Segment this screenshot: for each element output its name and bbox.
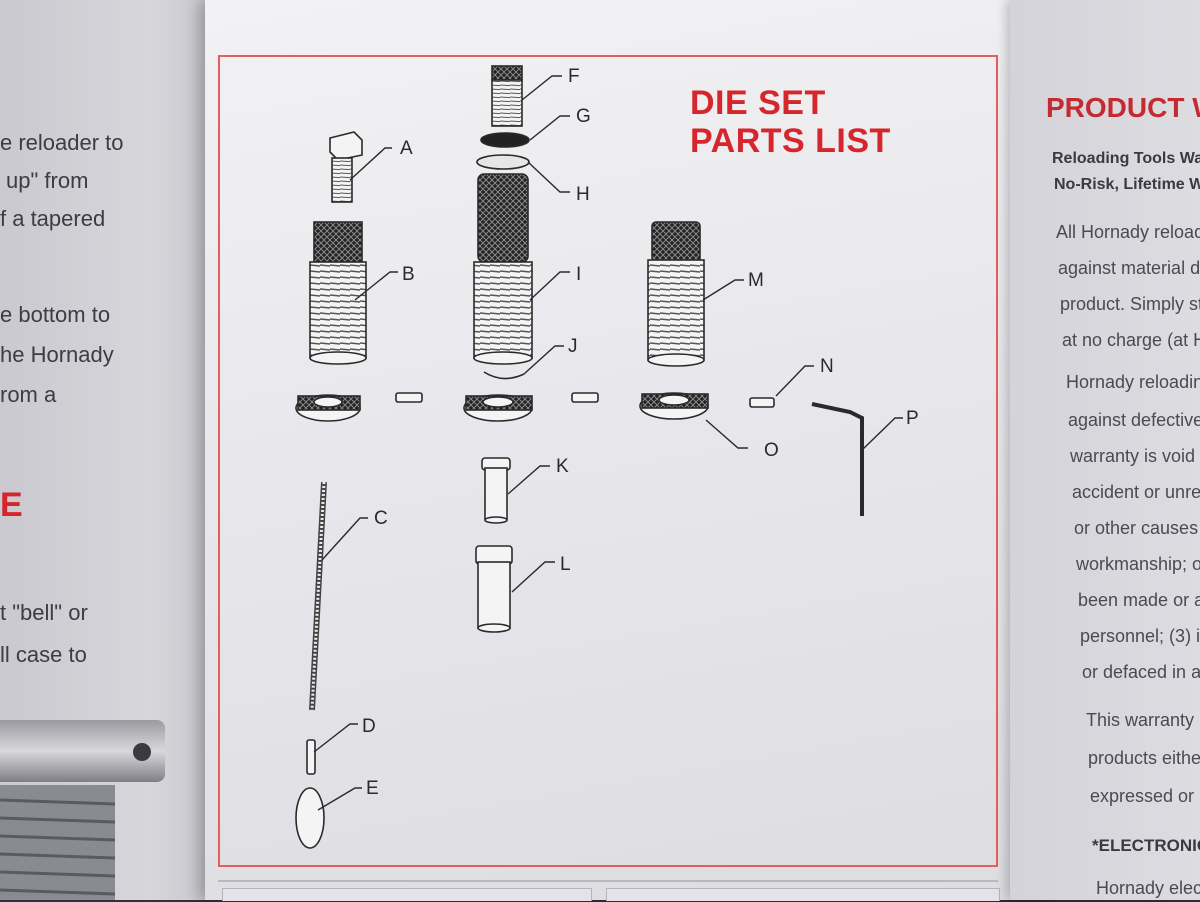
part-label-c: C	[374, 508, 388, 529]
part-o-lock-ring	[639, 392, 709, 420]
table-cell	[606, 888, 1000, 901]
parts-list-frame	[218, 55, 998, 867]
warranty-page: PRODUCT W Reloading Tools Wa No-Risk, Li…	[1010, 0, 1200, 900]
left-text-line: rom a	[0, 382, 57, 407]
warranty-text-line: been made or a	[1078, 590, 1200, 610]
part-a-bolt	[329, 131, 363, 203]
warranty-text-line: personnel; (3) i	[1080, 626, 1200, 646]
warranty-text-line: against defective	[1068, 410, 1200, 430]
left-text-line: up" from	[6, 168, 89, 193]
warranty-text-line: against material d	[1058, 258, 1200, 278]
warranty-text-line: accident or unre	[1072, 482, 1200, 502]
part-k-sleeve	[481, 457, 511, 524]
part-j-clip	[483, 371, 525, 380]
part-label-b: B	[402, 264, 415, 285]
leader-lines	[313, 75, 903, 811]
part-label-a: A	[400, 138, 413, 159]
warranty-heading: PRODUCT W	[1046, 92, 1200, 123]
warranty-text-line: at no charge (at H	[1062, 330, 1200, 350]
left-text-line: he Hornady	[0, 342, 114, 367]
part-label-k: K	[556, 456, 569, 477]
part-label-o: O	[764, 440, 779, 461]
part-label-p: P	[906, 408, 919, 429]
part-label-m: M	[748, 270, 764, 291]
electronic-heading: *ELECTRONIC	[1092, 836, 1200, 855]
warranty-subheading: Reloading Tools Wa	[1052, 150, 1200, 167]
part-label-l: L	[560, 554, 571, 575]
page-title-line1: DIE SET	[690, 84, 826, 122]
warranty-text-line: Hornady elec	[1096, 878, 1200, 898]
part-b-die-body	[309, 221, 367, 365]
left-text-line: f a tapered	[0, 206, 106, 231]
part-label-n: N	[820, 356, 834, 377]
part-label-f: F	[568, 66, 580, 87]
part-n-set-screw	[749, 397, 775, 408]
warranty-text-line: or other causes	[1074, 518, 1199, 538]
part-m-die-body	[647, 221, 705, 367]
warranty-text-line: All Hornady reload	[1056, 222, 1200, 242]
part-l-plug	[475, 545, 513, 633]
lock-ring-left	[295, 394, 361, 422]
part-labels: A B C D E F G H I J K L M N O P	[362, 66, 919, 799]
part-g-washer	[480, 132, 530, 148]
left-text-line: t "bell" or	[0, 600, 88, 625]
die-photo	[0, 720, 165, 900]
part-label-h: H	[576, 184, 590, 205]
warranty-text-line: products eithe	[1088, 748, 1200, 768]
left-text-line: e reloader to	[0, 130, 124, 155]
set-screw-1	[395, 392, 423, 403]
part-h-washer	[476, 154, 530, 170]
parts-table-top	[218, 880, 998, 902]
left-text-line: e bottom to	[0, 302, 111, 327]
warranty-text-line: or defaced in a	[1082, 662, 1200, 682]
lock-ring-center	[463, 394, 533, 422]
part-label-d: D	[362, 716, 376, 737]
page-title-line2: PARTS LIST	[690, 122, 891, 160]
warranty-subheading: No-Risk, Lifetime W	[1054, 176, 1200, 193]
set-screw-2	[571, 392, 599, 403]
left-text-line: ll case to	[0, 642, 87, 667]
part-c-rod	[309, 481, 327, 711]
part-d-pin	[306, 739, 316, 775]
part-label-e: E	[366, 778, 379, 799]
part-label-i: I	[576, 264, 581, 285]
part-e-disc	[295, 787, 325, 849]
table-cell	[222, 888, 592, 901]
warranty-text-line: Hornady reloadin	[1066, 372, 1200, 392]
warranty-text-line: This warranty	[1086, 710, 1195, 730]
part-p-wrench	[811, 402, 864, 516]
warranty-text-line: workmanship; o	[1076, 554, 1200, 574]
part-i-die-body	[473, 173, 533, 365]
part-f-stem	[491, 65, 523, 127]
part-label-g: G	[576, 106, 591, 127]
warranty-text-line: expressed or	[1090, 786, 1195, 806]
left-heading-fragment: E	[0, 486, 23, 524]
warranty-text-line: product. Simply st	[1060, 294, 1200, 314]
part-label-j: J	[568, 336, 578, 357]
warranty-text-line: warranty is void	[1070, 446, 1196, 466]
